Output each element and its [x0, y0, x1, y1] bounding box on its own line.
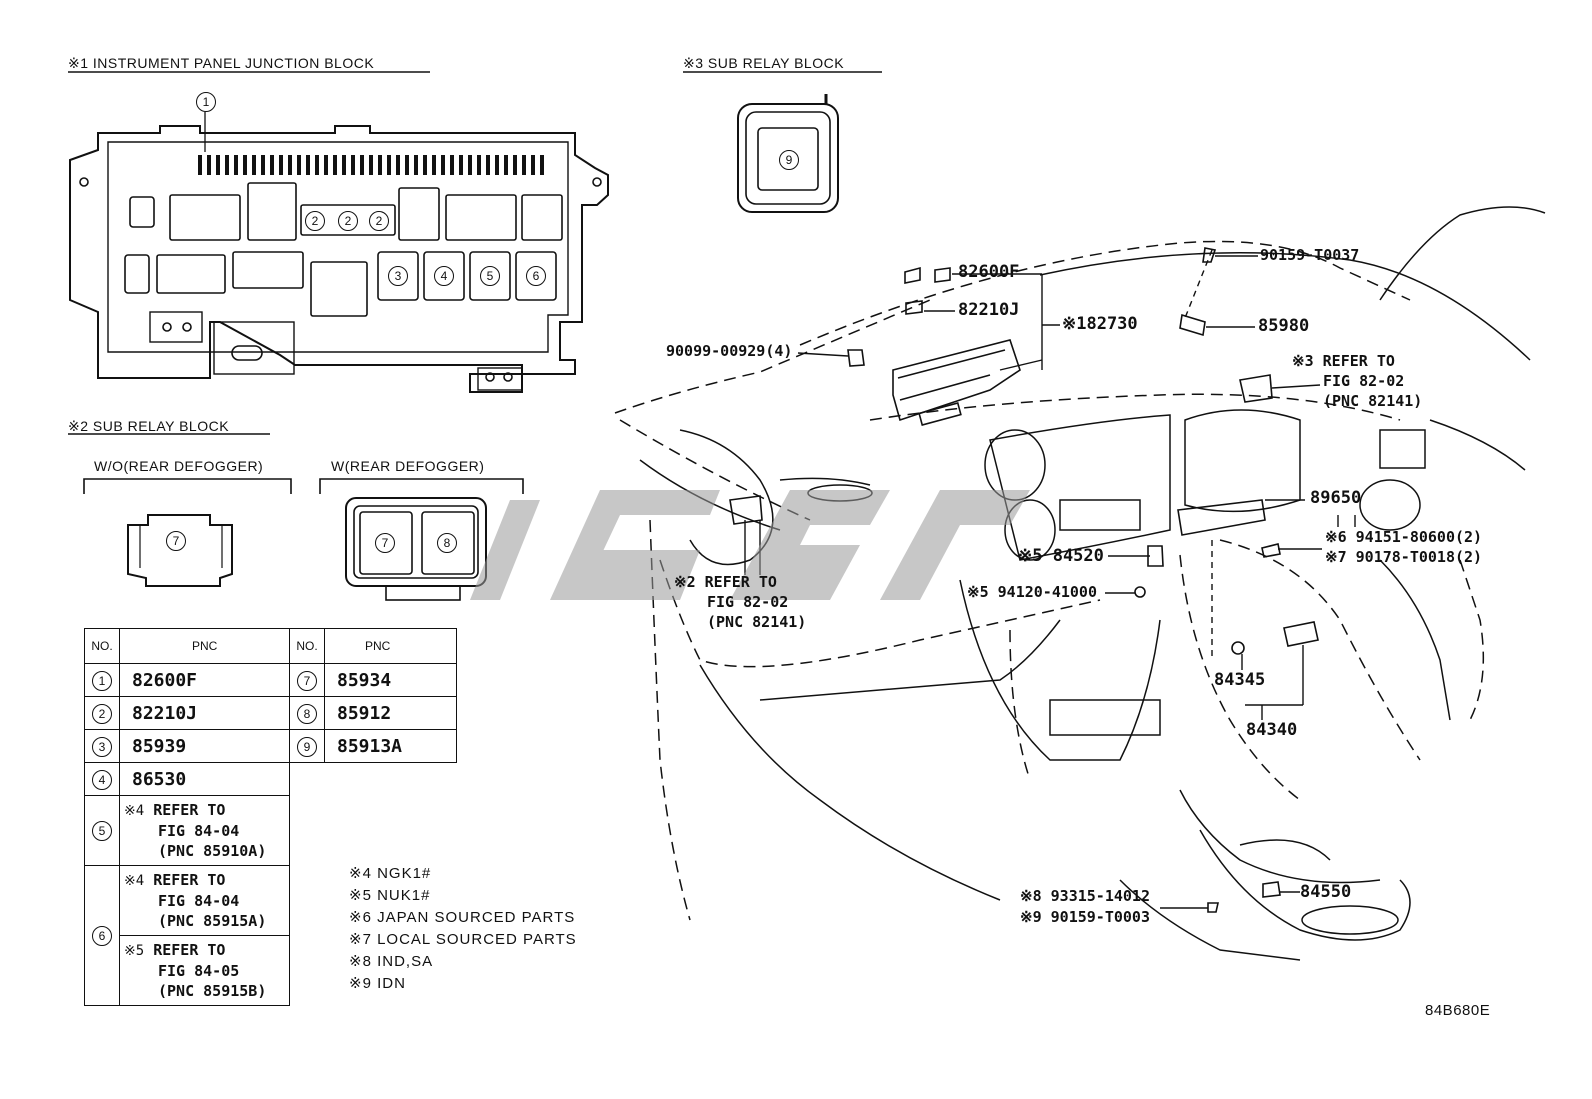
- callout-90159-t0003: ※9 90159-T0003: [1020, 908, 1150, 926]
- table-row: 6 ※4 REFER TO FIG 84-04 (PNC 85915A): [84, 865, 290, 1006]
- callout-94120: ※5 94120-41000: [967, 583, 1097, 601]
- callout-82730: ※182730: [1062, 314, 1138, 334]
- callout-90159-t0037: 90159-T0037: [1260, 246, 1360, 264]
- table-row: 9 85913A: [289, 729, 457, 763]
- callout-ref2-line1: ※2 REFER TO: [674, 573, 777, 591]
- table-row: 2 82210J: [84, 696, 290, 730]
- section-title-sub-relay-3: ※3 SUB RELAY BLOCK: [683, 55, 845, 71]
- note-9: ※9 IDN: [349, 975, 406, 992]
- row-pnc: 82600F: [119, 663, 290, 697]
- row-reference: ※5 REFER TO FIG 84-05 (PNC 85915B): [119, 935, 290, 1006]
- callout-ref3-line2: FIG 82-02: [1323, 372, 1405, 390]
- marker-5: 5: [480, 266, 500, 286]
- row-number: 5: [92, 821, 112, 841]
- table-header-pnc: PNC: [119, 628, 290, 664]
- row-pnc: 85934: [324, 663, 457, 697]
- callout-85980: 85980: [1258, 316, 1310, 336]
- marker-8-w: 8: [437, 533, 457, 553]
- row-pnc: 85912: [324, 696, 457, 730]
- marker-4: 4: [434, 266, 454, 286]
- table-row: 5 ※4 REFER TO FIG 84-04 (PNC 85910A): [84, 795, 290, 866]
- table-header-no: NO.: [84, 628, 120, 664]
- marker-7-wo: 7: [166, 531, 186, 551]
- row-number: 8: [297, 703, 317, 724]
- marker-7-w: 7: [375, 533, 395, 553]
- note-5: ※5 NUK1#: [349, 887, 431, 904]
- table-row: 3 85939: [84, 729, 290, 763]
- note-4: ※4 NGK1#: [349, 865, 432, 882]
- callout-94151: ※6 94151-80600(2): [1325, 528, 1483, 546]
- marker-1: 1: [196, 92, 216, 112]
- row-reference: ※4 REFER TO FIG 84-04 (PNC 85910A): [119, 795, 290, 866]
- marker-2a: 2: [305, 211, 325, 231]
- marker-9: 9: [779, 150, 799, 170]
- callout-84345: 84345: [1214, 670, 1266, 690]
- row-number: 2: [92, 703, 112, 724]
- row-pnc: 85913A: [324, 729, 457, 763]
- table-row: 7 85934: [289, 663, 457, 697]
- marker-2b: 2: [338, 211, 358, 231]
- row-reference: ※4 REFER TO FIG 84-04 (PNC 85915A): [119, 865, 290, 936]
- callout-93315: ※8 93315-14012: [1020, 887, 1150, 905]
- callout-ref3-line1: ※3 REFER TO: [1292, 352, 1395, 370]
- drawing-code: 84B680E: [1425, 1002, 1491, 1019]
- table-row: 8 85912: [289, 696, 457, 730]
- callout-84520: ※5 84520: [1018, 546, 1104, 566]
- row-number: 4: [92, 769, 112, 790]
- callout-84550: 84550: [1300, 882, 1352, 902]
- marker-3: 3: [388, 266, 408, 286]
- note-7: ※7 LOCAL SOURCED PARTS: [349, 931, 577, 948]
- table-row: 4 86530: [84, 762, 290, 796]
- row-number: 3: [92, 736, 112, 757]
- marker-2c: 2: [369, 211, 389, 231]
- callout-ref2-line3: (PNC 82141): [707, 613, 807, 631]
- leader-lines: [744, 249, 1356, 909]
- callout-82210J: 82210J: [958, 300, 1020, 320]
- note-8: ※8 IND,SA: [349, 953, 434, 970]
- row-number: 6: [92, 926, 112, 946]
- marker-6: 6: [526, 266, 546, 286]
- section-title-sub-relay-2: ※2 SUB RELAY BLOCK: [68, 418, 230, 434]
- pnc-table-right: NO. PNC 7 85934 8 85912 9 85913A: [289, 628, 457, 763]
- note-6: ※6 JAPAN SOURCED PARTS: [349, 909, 576, 926]
- row-pnc: 86530: [119, 762, 290, 796]
- pnc-table-left: NO. PNC 1 82600F 2 82210J 3 85939 4 8653…: [84, 628, 290, 1006]
- callout-ref2-line2: FIG 82-02: [707, 593, 789, 611]
- table-header-pnc: PNC: [324, 628, 457, 664]
- sub-relay-blocks-drawing: [83, 94, 839, 601]
- table-header-no: NO.: [289, 628, 325, 664]
- watermark-logo: [470, 490, 1030, 600]
- callout-84340: 84340: [1246, 720, 1298, 740]
- row-pnc: 85939: [119, 729, 290, 763]
- row-number: 7: [297, 670, 317, 691]
- callout-89650: 89650: [1310, 488, 1362, 508]
- callout-90099: 90099-00929(4): [666, 342, 793, 360]
- table-row: 1 82600F: [84, 663, 290, 697]
- junction-block-drawing: [69, 112, 609, 393]
- variant-label-without-defogger: W/O(REAR DEFOGGER): [94, 458, 264, 474]
- row-number: 1: [92, 670, 112, 691]
- row-number: 9: [297, 736, 317, 757]
- variant-label-with-defogger: W(REAR DEFOGGER): [331, 458, 485, 474]
- callout-82600F: 82600F: [958, 262, 1020, 282]
- row-pnc: 82210J: [119, 696, 290, 730]
- table-row: ※5 REFER TO FIG 84-05 (PNC 85915B): [85, 935, 290, 1006]
- section-title-junction-block: ※1 INSTRUMENT PANEL JUNCTION BLOCK: [68, 55, 375, 71]
- component-sketches: [729, 247, 1319, 913]
- callout-90178: ※7 90178-T0018(2): [1325, 548, 1483, 566]
- callout-ref3-line3: (PNC 82141): [1323, 392, 1423, 410]
